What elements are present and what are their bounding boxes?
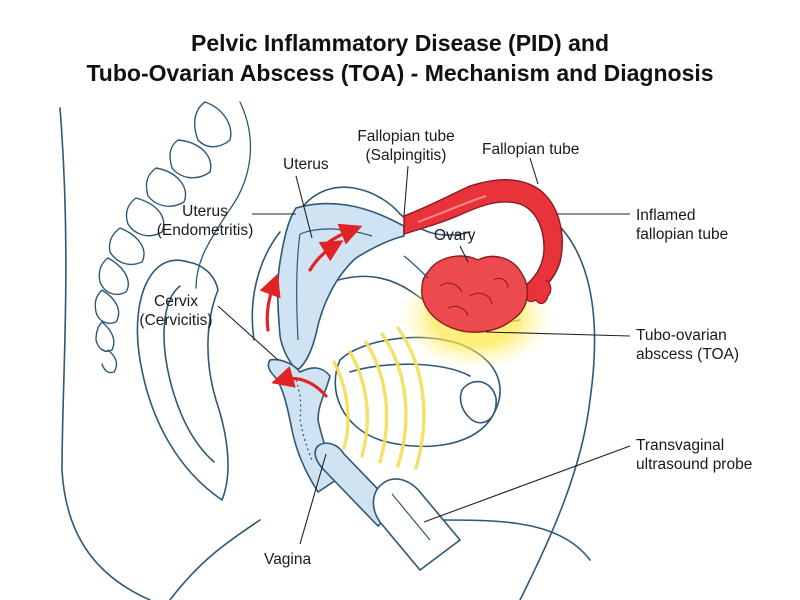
label-probe-line-1: Transvaginal xyxy=(636,437,725,454)
arrow-vagina-to-cervix xyxy=(271,366,328,398)
diagram-title-line-1: Pelvic Inflammatory Disease (PID) and xyxy=(191,30,609,56)
infection-ascent-arrows xyxy=(259,223,363,398)
arrow-uterus-to-tube xyxy=(324,223,363,246)
label-toa-line-2: abscess (TOA) xyxy=(636,346,740,363)
label-fallopian-tube-salpingitis: Fallopian tube (Salpingitis) xyxy=(346,127,466,165)
label-toa-line-1: Tubo-ovarian xyxy=(636,327,727,344)
uterine-cavity xyxy=(296,228,373,341)
label-cervix: Cervix (Cervicitis) xyxy=(130,292,222,330)
label-uterus-endometritis-line-1: Uterus xyxy=(182,203,228,220)
label-inflamed-fallopian-tube: Inflamed fallopian tube xyxy=(636,206,728,244)
back-outline xyxy=(59,107,151,600)
label-fallopian-tube: Fallopian tube xyxy=(482,141,580,158)
leader-lines xyxy=(217,157,631,545)
label-vagina: Vagina xyxy=(264,551,312,568)
label-cervix-line-1: Cervix xyxy=(154,293,198,310)
arrow-cervix-to-uterus xyxy=(259,273,281,332)
abdomen-outline xyxy=(519,199,596,600)
label-transvaginal-probe: Transvaginal ultrasound probe xyxy=(636,436,752,474)
diagram-title-line-2: Tubo-Ovarian Abscess (TOA) - Mechanism a… xyxy=(86,60,714,86)
label-inflamed-line-1: Inflamed xyxy=(636,207,696,224)
label-fallopian-salpingitis-line-1: Fallopian tube xyxy=(357,128,455,145)
spine xyxy=(94,101,252,374)
label-probe-line-2: ultrasound probe xyxy=(636,456,753,473)
label-uterus: Uterus xyxy=(283,156,329,173)
ultrasound-waves xyxy=(332,326,426,470)
label-cervix-line-2: (Cervicitis) xyxy=(139,312,213,329)
label-inflamed-line-2: fallopian tube xyxy=(636,226,729,243)
pubic-bone xyxy=(459,380,497,424)
label-uterus-endometritis: Uterus (Endometritis) xyxy=(150,202,260,240)
label-tubo-ovarian-abscess: Tubo-ovarian abscess (TOA) xyxy=(636,326,739,364)
label-uterus-endometritis-line-2: (Endometritis) xyxy=(156,222,254,239)
arrow-uterus-upward xyxy=(308,240,344,272)
transvaginal-probe xyxy=(314,442,462,572)
label-ovary: Ovary xyxy=(434,227,476,244)
thigh-outline xyxy=(439,519,591,561)
label-fallopian-salpingitis-line-2: (Salpingitis) xyxy=(365,147,447,164)
rectum xyxy=(136,259,229,501)
